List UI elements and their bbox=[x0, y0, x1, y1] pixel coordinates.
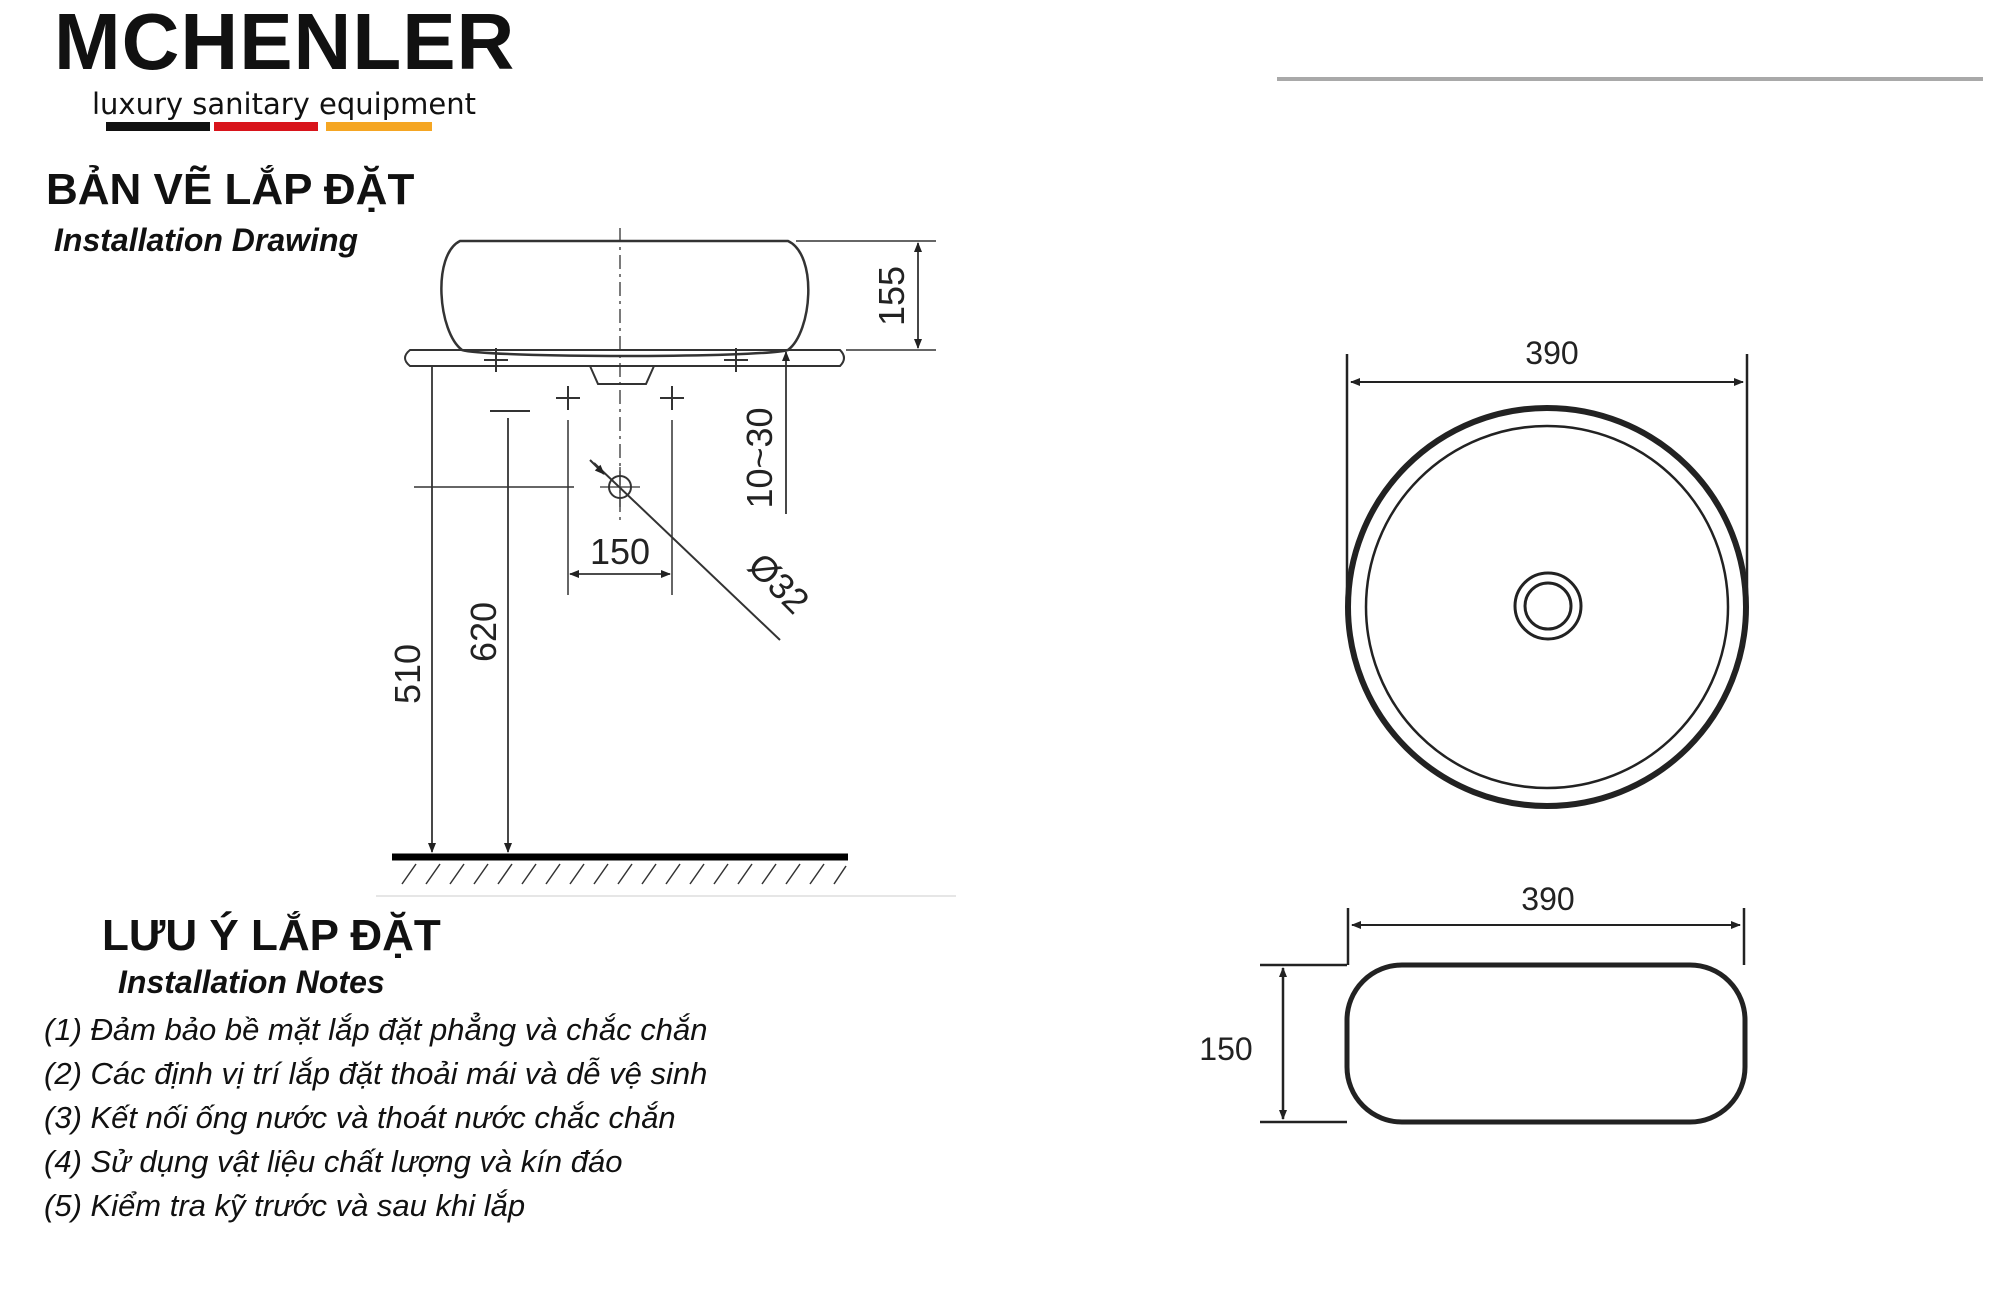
dim-counter-height: 510 bbox=[387, 644, 428, 704]
countertop bbox=[404, 349, 845, 367]
basin-side-outline bbox=[440, 239, 810, 358]
drain-outer-ring bbox=[1513, 571, 1583, 641]
dim-top-width: 390 bbox=[1525, 335, 1578, 371]
basin-front-outline bbox=[1344, 962, 1748, 1125]
flag-stripe-red bbox=[214, 122, 318, 131]
drain-outlet bbox=[589, 365, 655, 385]
note-item: (1) Đảm bảo bề mặt lắp đặt phẳng và chắc… bbox=[44, 1012, 708, 1047]
brand-logo: MCHENLER luxury sanitary equipment bbox=[54, 0, 516, 122]
floor-hatching bbox=[401, 863, 847, 885]
header-divider bbox=[1277, 77, 1983, 81]
dim-front-height: 150 bbox=[1199, 1031, 1252, 1067]
drain-inner-ring bbox=[1523, 581, 1573, 631]
note-item: (4) Sử dụng vật liệu chất lượng và kín đ… bbox=[44, 1144, 623, 1179]
notes-subtitle: Installation Notes bbox=[118, 964, 385, 1000]
drawing-title: BẢN VẼ LẮP ĐẶT bbox=[46, 165, 415, 214]
note-item: (3) Kết nối ống nước và thoát nước chắc … bbox=[44, 1100, 676, 1135]
brand-tagline: luxury sanitary equipment bbox=[92, 87, 476, 121]
notes-title: LƯU Ý LẮP ĐẶT bbox=[102, 911, 441, 960]
top-view-drawing bbox=[1345, 354, 1749, 809]
brand-name: MCHENLER bbox=[54, 0, 516, 86]
front-view-drawing bbox=[1260, 908, 1748, 1125]
basin-outer-rim bbox=[1345, 405, 1749, 809]
dim-drain-outlet-height: 620 bbox=[463, 602, 504, 662]
dim-drain-gap: 10~30 bbox=[739, 407, 780, 508]
note-item: (2) Các định vị trí lắp đặt thoải mái và… bbox=[44, 1056, 708, 1091]
dim-tap-spacing: 150 bbox=[590, 531, 650, 572]
installation-notes-list: (1) Đảm bảo bề mặt lắp đặt phẳng và chắc… bbox=[44, 1008, 707, 1228]
flag-stripe-gold bbox=[326, 122, 432, 131]
side-view-labels: 155 10~30 150 Ø32 510 620 bbox=[387, 266, 912, 704]
drawing-subtitle: Installation Drawing bbox=[54, 222, 359, 258]
basin-inner-bowl bbox=[1364, 424, 1730, 790]
dim-drain-diameter: Ø32 bbox=[740, 545, 817, 622]
side-view-drawing bbox=[376, 228, 956, 897]
dim-basin-height: 155 bbox=[871, 266, 912, 326]
note-item: (5) Kiểm tra kỹ trước và sau khi lắp bbox=[44, 1188, 526, 1223]
dim-front-width: 390 bbox=[1521, 881, 1574, 917]
tap-hole-markers bbox=[484, 348, 748, 412]
flag-stripe-black bbox=[106, 122, 210, 131]
